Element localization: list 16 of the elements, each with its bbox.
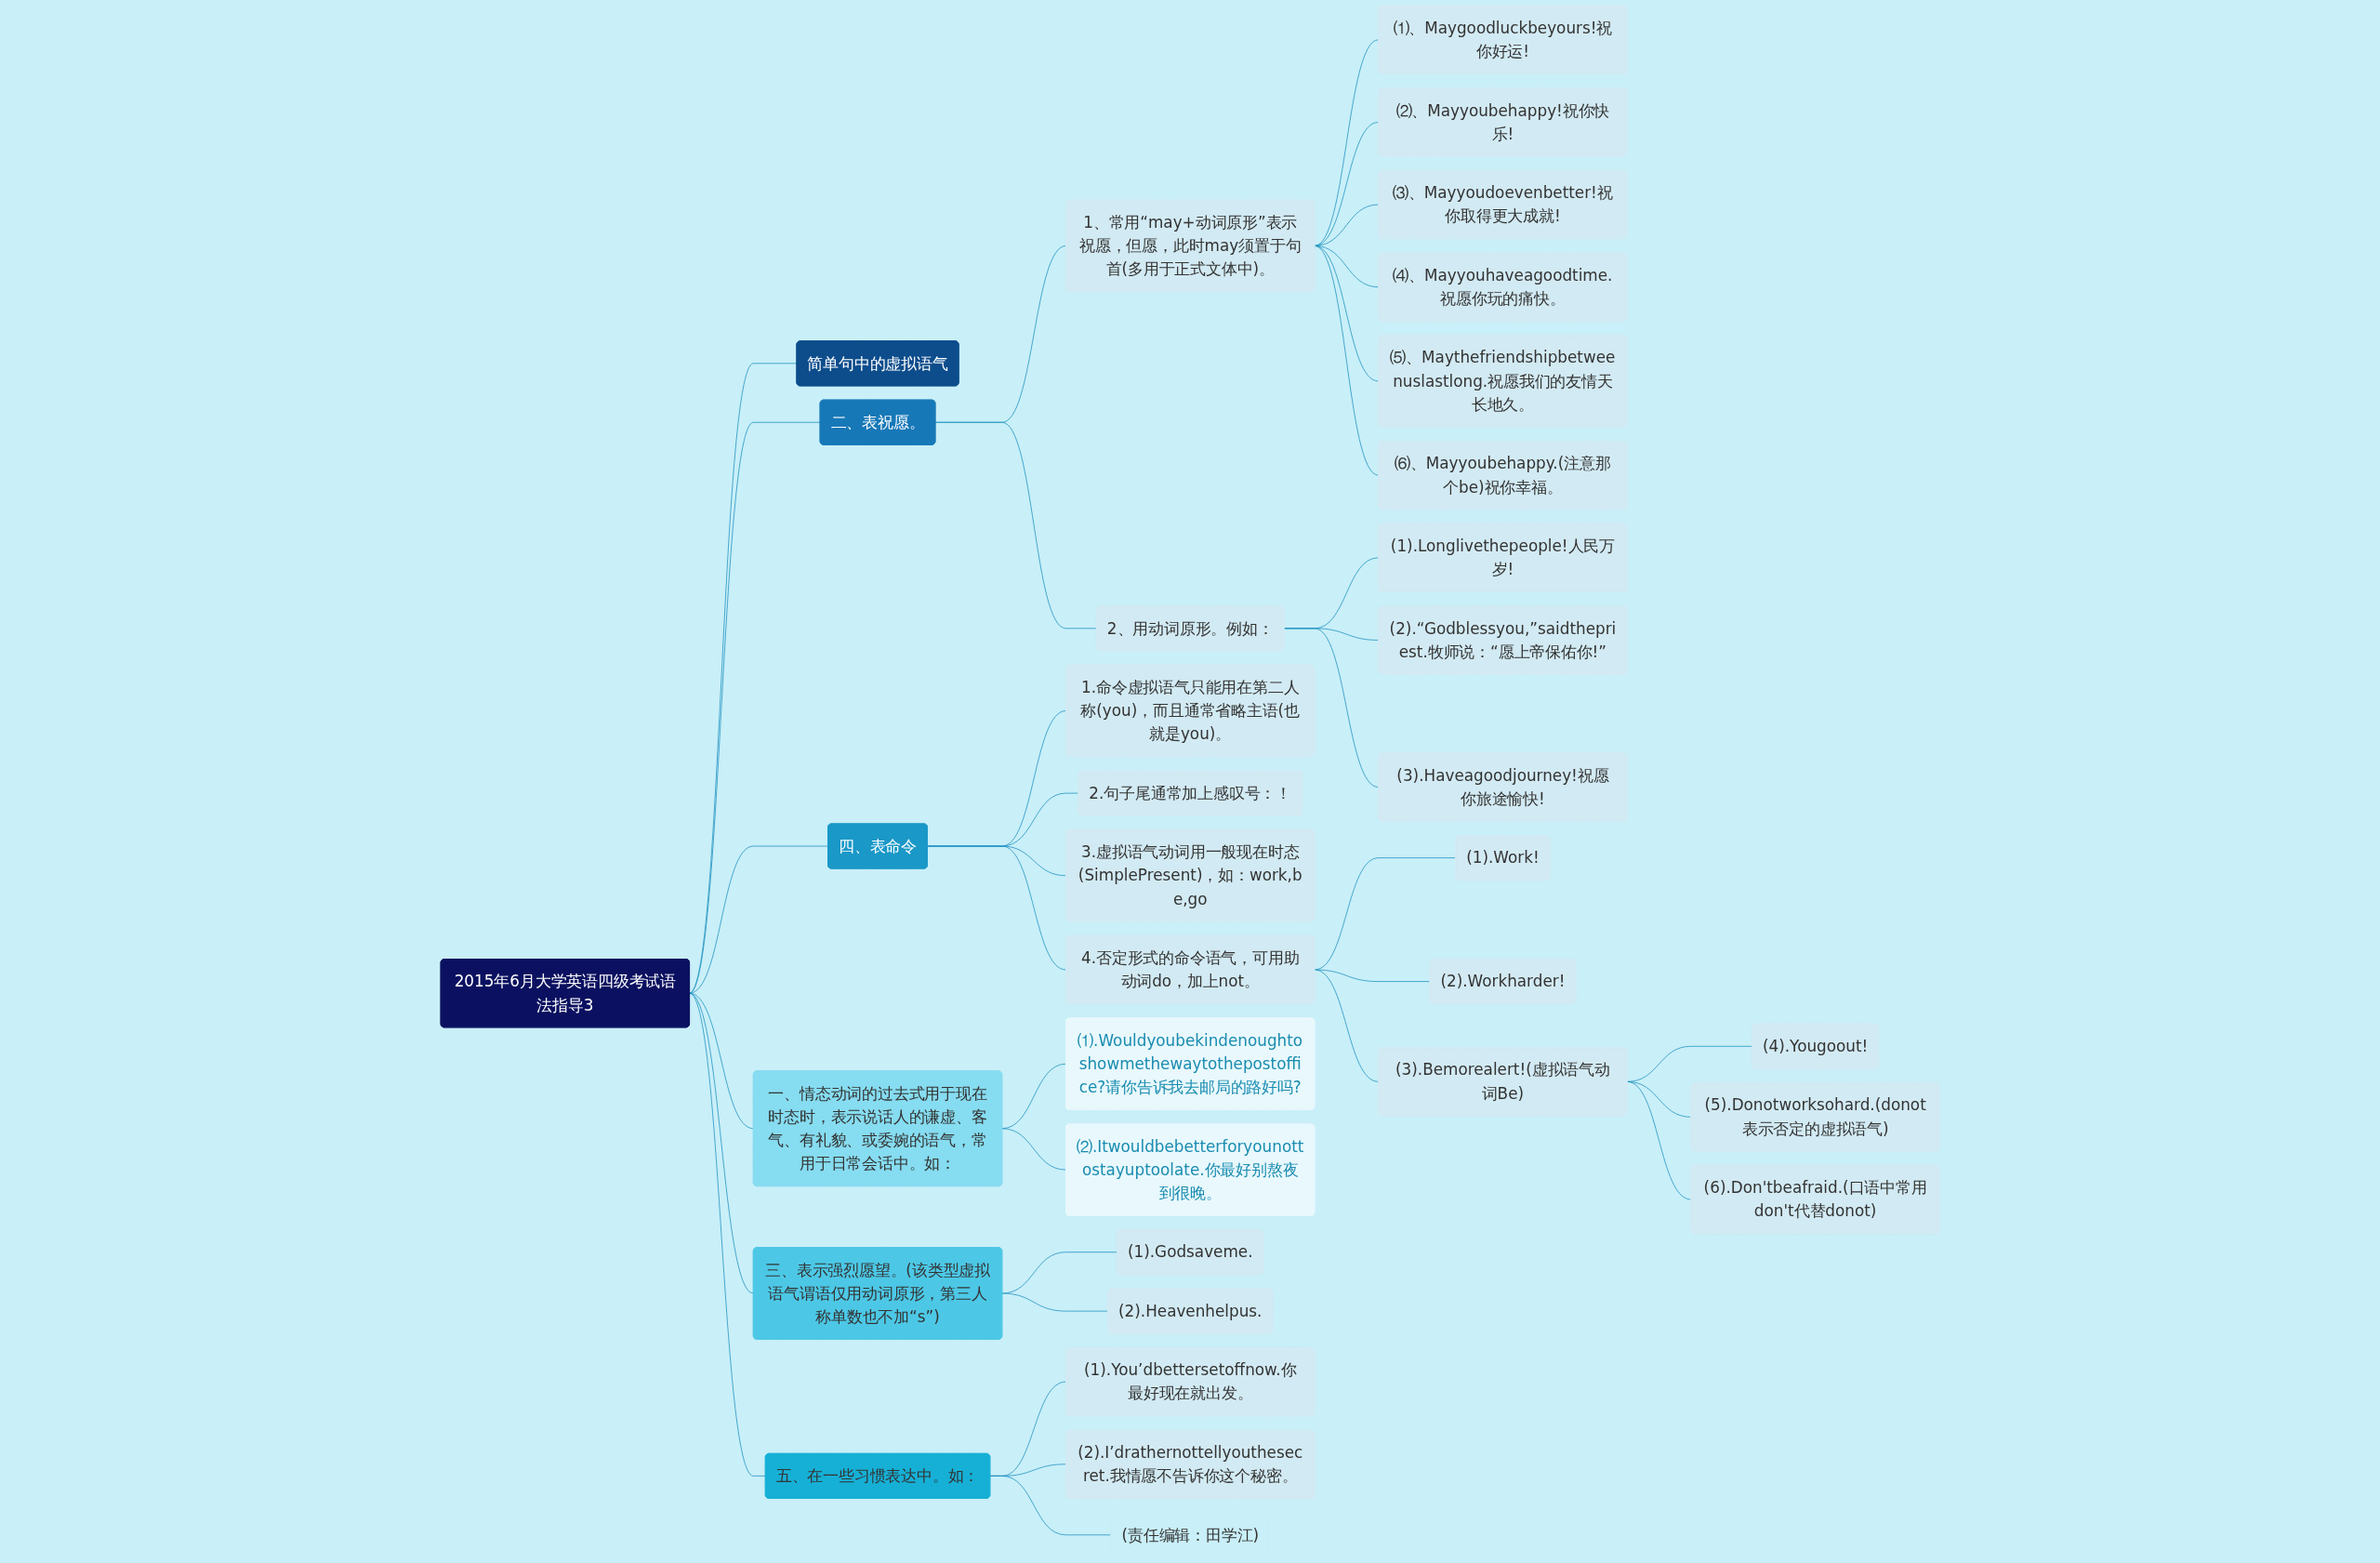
connector [1626,1080,1692,1200]
connector [1314,969,1431,982]
connector [1314,122,1379,246]
connector [1001,1128,1066,1171]
node-text: (责任编辑：田学江) [1121,1526,1259,1544]
connector [989,1476,1112,1536]
connector [1314,245,1379,476]
connector [1001,1292,1108,1312]
connector [1314,39,1379,246]
connector [1283,628,1379,788]
connector [688,845,828,994]
connector [926,845,1066,971]
connector [1314,969,1379,1082]
connector [688,992,766,1477]
connector [1626,1045,1752,1082]
connector [934,421,1097,629]
